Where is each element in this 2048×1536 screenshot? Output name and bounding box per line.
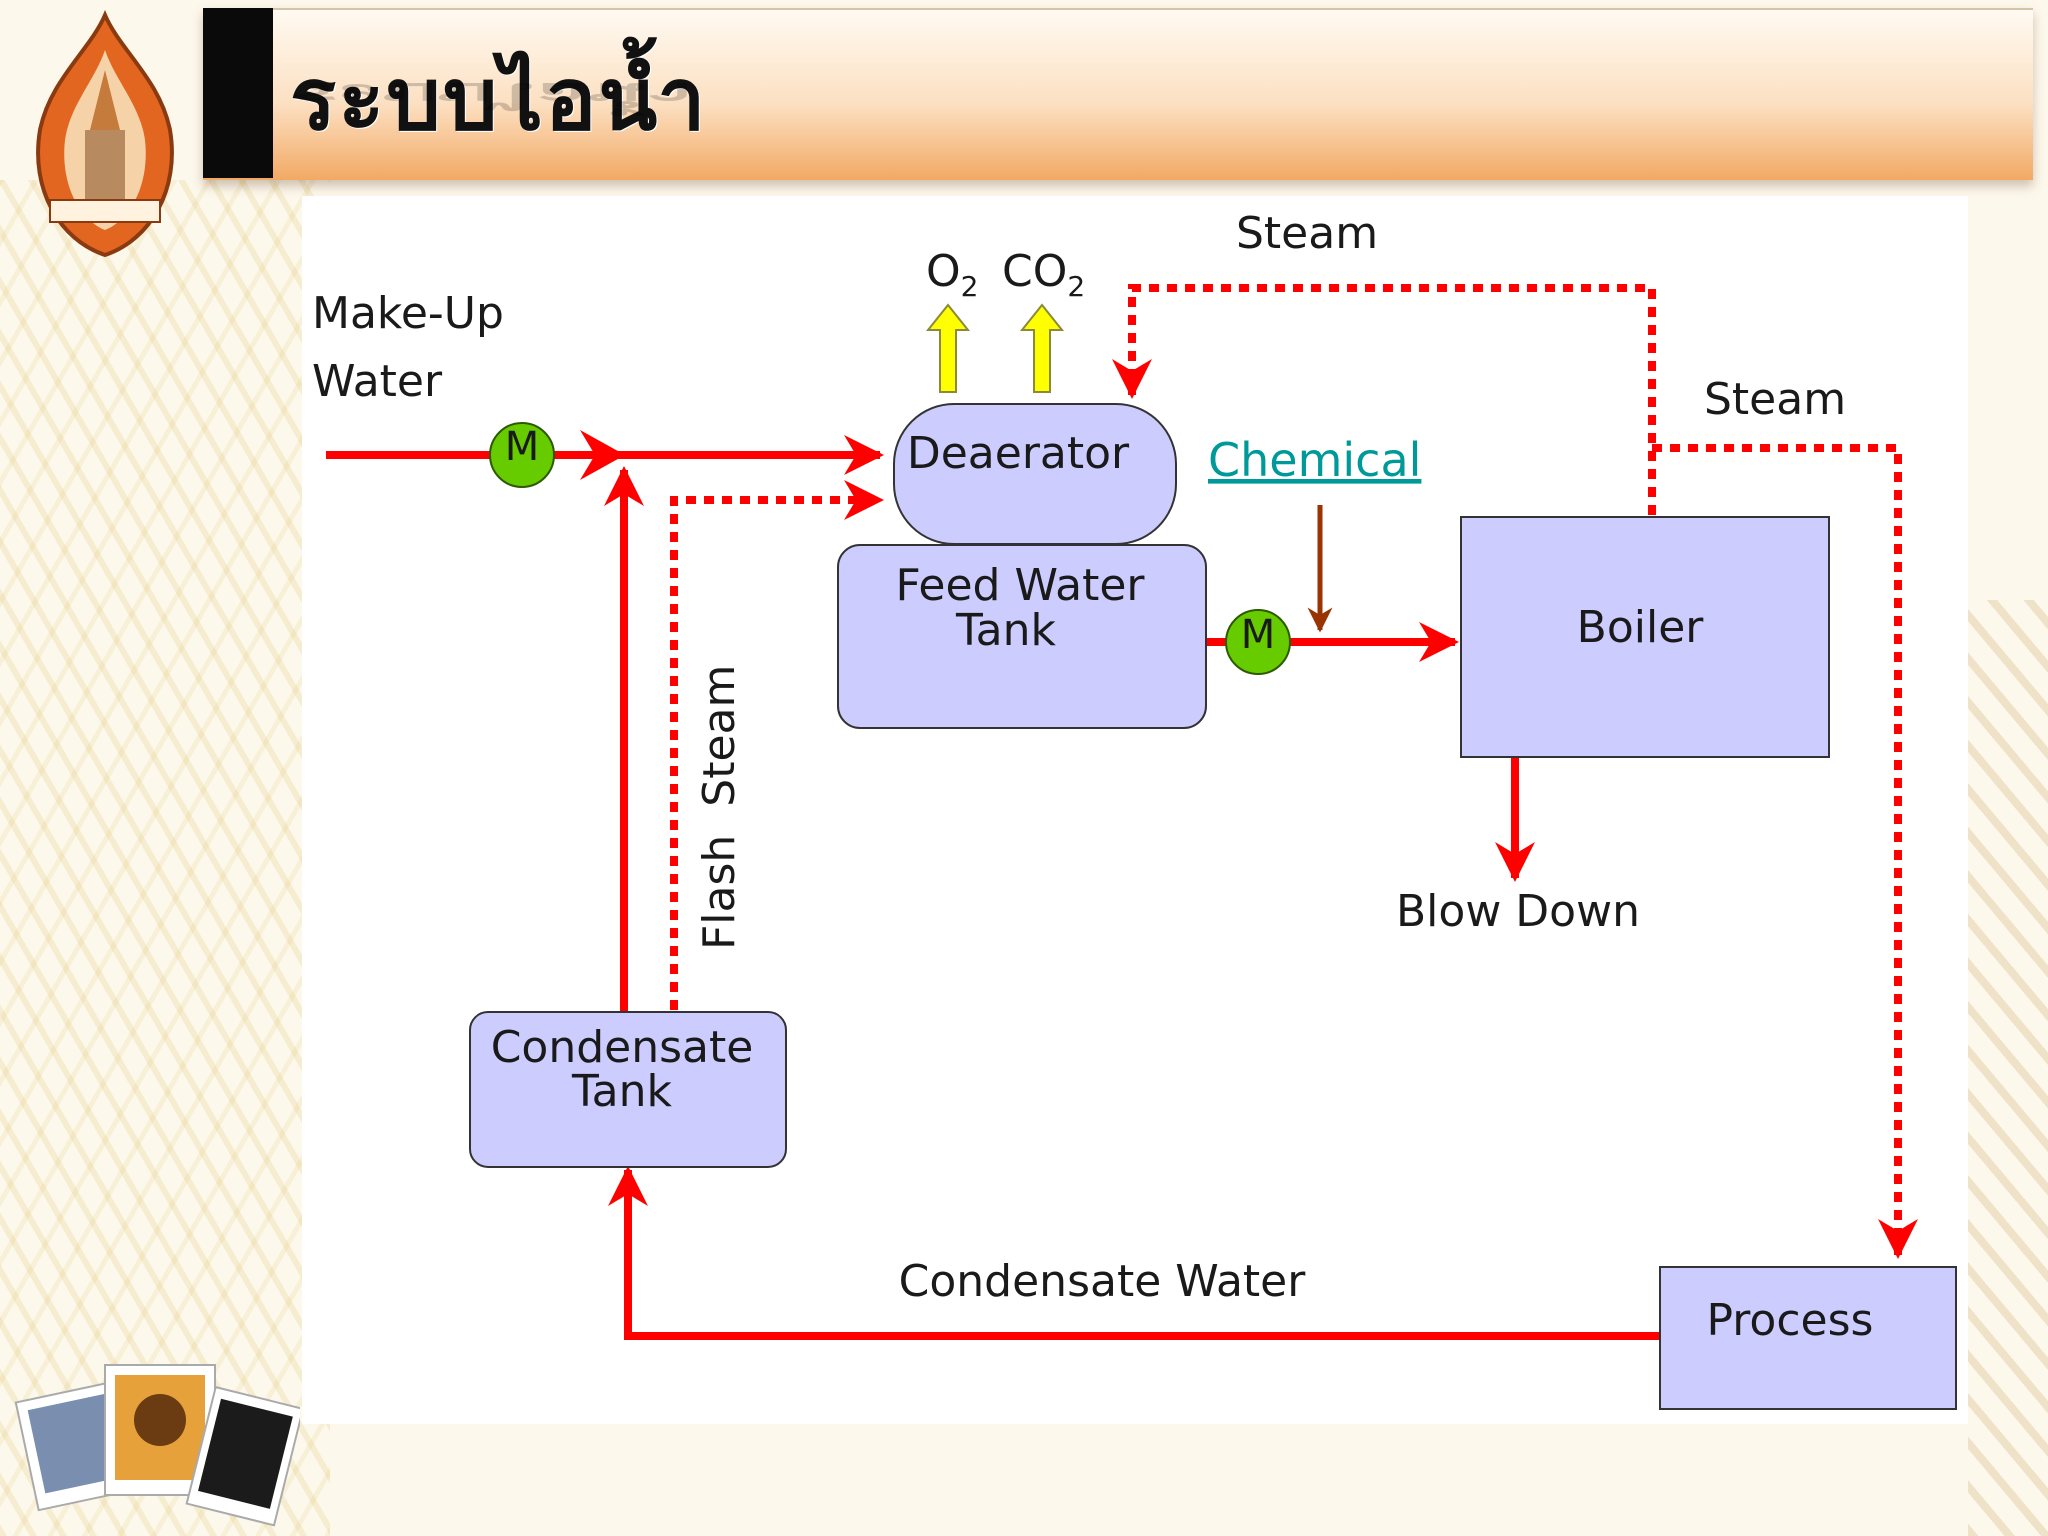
process-label: Process (1707, 1295, 1874, 1346)
steam-to-deaerator-line (1112, 284, 1656, 515)
university-logo (36, 10, 174, 258)
page-title: ระบบไอน้ำ (290, 50, 708, 150)
co2-vent-arrow (1019, 303, 1065, 393)
diagram-panel (302, 196, 1968, 1424)
deaerator-label: Deaerator (907, 428, 1130, 479)
chemical-label: Chemical (1208, 433, 1421, 487)
feed-pump-label: M (1241, 612, 1276, 658)
makeup-pump-label: M (505, 424, 540, 470)
title-bar-accent (203, 8, 273, 178)
o2-label: O2 (926, 246, 978, 303)
boiler-label: Boiler (1577, 602, 1705, 653)
junction-arrowhead (580, 430, 625, 480)
condensate-water-line (608, 1166, 1660, 1340)
condensate-tank-label-2: Tank (571, 1066, 672, 1117)
blow-down-label: Blow Down (1396, 886, 1640, 937)
makeup-pump-symbol (489, 422, 555, 488)
process-box (1659, 1266, 1957, 1410)
background-pattern-left (0, 180, 330, 1536)
steam-to-process-line (1652, 444, 1918, 1259)
feed-water-tank-label-1: Feed Water (895, 560, 1145, 611)
steam-top-label: Steam (1236, 208, 1378, 259)
feed-pump-symbol (1225, 609, 1291, 675)
deaerator-box (893, 403, 1177, 545)
flash-steam-label: Flash Steam (694, 665, 745, 950)
condensate-water-label: Condensate Water (899, 1256, 1307, 1307)
co2-label: CO2 (1002, 246, 1085, 303)
o2-vent-arrow (925, 303, 971, 393)
photo-stack-decoration (14, 1364, 300, 1527)
title-bar (203, 8, 2033, 180)
condensate-tank-box (469, 1011, 787, 1168)
makeup-water-label-2: Water (312, 356, 443, 407)
steam-right-label: Steam (1704, 374, 1846, 425)
boiler-box (1460, 516, 1830, 758)
makeup-water-label-1: Make-Up (312, 288, 504, 339)
background-pattern-right (1968, 600, 2048, 1536)
condensate-tank-label-1: Condensate (491, 1022, 754, 1073)
flash-steam-line (670, 480, 884, 1010)
feed-water-tank-label-2: Tank (955, 605, 1056, 656)
